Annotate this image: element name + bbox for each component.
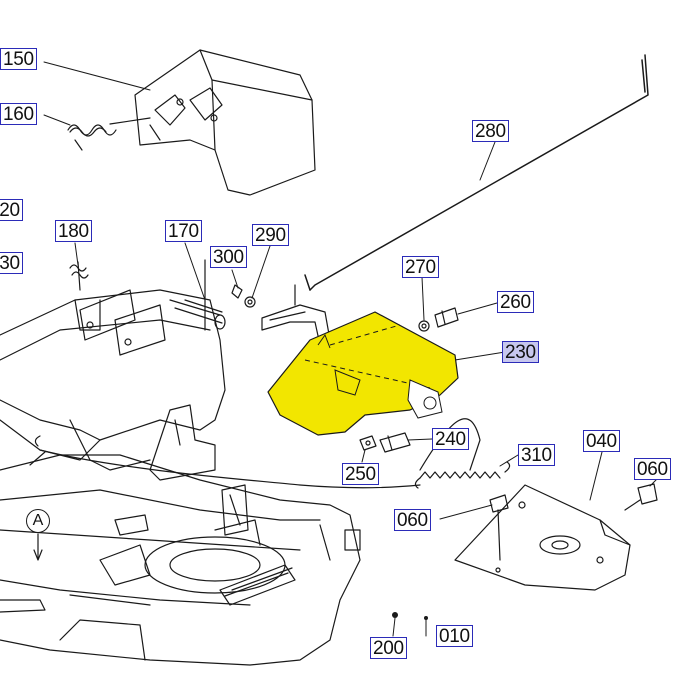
callout-250: 250 bbox=[342, 463, 379, 485]
callout-150: 150 bbox=[0, 48, 37, 70]
callout-030: 030 bbox=[0, 252, 23, 274]
callout-040: 040 bbox=[583, 430, 620, 452]
part-240-bolt bbox=[379, 432, 411, 453]
callout-200: 200 bbox=[370, 637, 407, 659]
part-deck-housing bbox=[0, 289, 226, 471]
callout-270: 270 bbox=[402, 256, 439, 278]
view-a-marker: A bbox=[26, 509, 50, 533]
callout-290: 290 bbox=[252, 224, 289, 246]
callout-010: 010 bbox=[436, 625, 473, 647]
callout-170: 170 bbox=[165, 220, 202, 242]
leader-dots bbox=[392, 612, 428, 620]
callout-240: 240 bbox=[432, 428, 469, 450]
callout-280: 280 bbox=[472, 120, 509, 142]
callout-060-right: 060 bbox=[634, 458, 671, 480]
view-a-arrow bbox=[33, 533, 43, 561]
part-310-spring bbox=[414, 461, 511, 489]
view-a-letter: A bbox=[32, 512, 44, 529]
callout-310: 310 bbox=[518, 444, 555, 466]
part-250-nut bbox=[359, 435, 377, 451]
callout-260: 260 bbox=[497, 291, 534, 313]
part-260-bolt bbox=[434, 307, 459, 328]
callout-300: 300 bbox=[210, 246, 247, 268]
part-040-plate bbox=[454, 484, 631, 591]
callout-160: 160 bbox=[0, 103, 37, 125]
callout-180: 180 bbox=[55, 220, 92, 242]
part-270-washer bbox=[418, 320, 430, 332]
part-170-pin bbox=[184, 259, 223, 331]
part-180-clip bbox=[69, 261, 89, 291]
part-010-deck bbox=[0, 454, 361, 666]
part-290-300-fasteners bbox=[231, 284, 256, 308]
part-060-bolt-right bbox=[624, 483, 658, 511]
part-230-pedal-plate bbox=[267, 311, 459, 436]
callout-020: 020 bbox=[0, 199, 23, 221]
part-bracket bbox=[149, 404, 216, 481]
part-cable bbox=[29, 418, 481, 489]
part-060-bolt-left bbox=[489, 494, 509, 561]
part-150-cover bbox=[134, 49, 316, 196]
callout-060-left: 060 bbox=[394, 509, 431, 531]
part-280-rod bbox=[304, 54, 649, 291]
callout-230: 230 bbox=[502, 341, 539, 363]
callout-leaders bbox=[43, 61, 657, 637]
part-160-spring bbox=[67, 117, 151, 151]
